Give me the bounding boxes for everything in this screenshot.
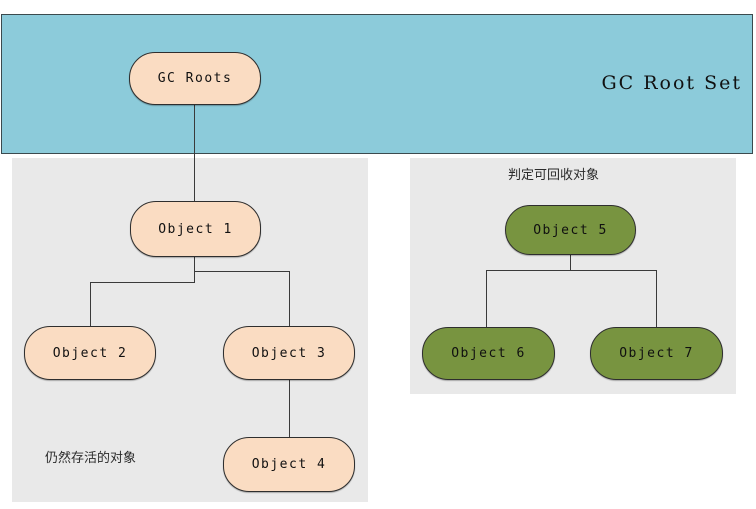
node-object-4[interactable]: Object 4 xyxy=(223,437,355,492)
edge-object1-bus-left xyxy=(90,282,195,283)
edge-object1-object3 xyxy=(289,271,290,327)
gc-root-set-banner: GC Root Set xyxy=(1,14,753,154)
node-object-2[interactable]: Object 2 xyxy=(24,326,156,380)
edge-object3-object4 xyxy=(289,379,290,438)
node-object-7[interactable]: Object 7 xyxy=(590,327,723,380)
edge-object1-object2 xyxy=(90,282,91,327)
live-objects-caption: 仍然存活的对象 xyxy=(45,451,137,466)
edge-object1-stem xyxy=(194,256,195,283)
gc-root-set-label: GC Root Set xyxy=(601,72,742,94)
edge-object5-stem xyxy=(570,254,571,271)
edge-object1-bus-right xyxy=(194,271,289,272)
node-gc-roots[interactable]: GC Roots xyxy=(129,52,261,105)
node-object-5[interactable]: Object 5 xyxy=(505,205,636,255)
edge-object5-object6 xyxy=(486,270,487,328)
edge-gcroots-object1 xyxy=(194,104,195,201)
node-object-3[interactable]: Object 3 xyxy=(223,326,355,380)
edge-object5-bus xyxy=(486,270,656,271)
node-object-1[interactable]: Object 1 xyxy=(130,201,261,257)
edge-object5-object7 xyxy=(656,270,657,328)
node-object-6[interactable]: Object 6 xyxy=(422,327,555,380)
reclaimable-objects-caption: 判定可回收对象 xyxy=(508,168,600,183)
